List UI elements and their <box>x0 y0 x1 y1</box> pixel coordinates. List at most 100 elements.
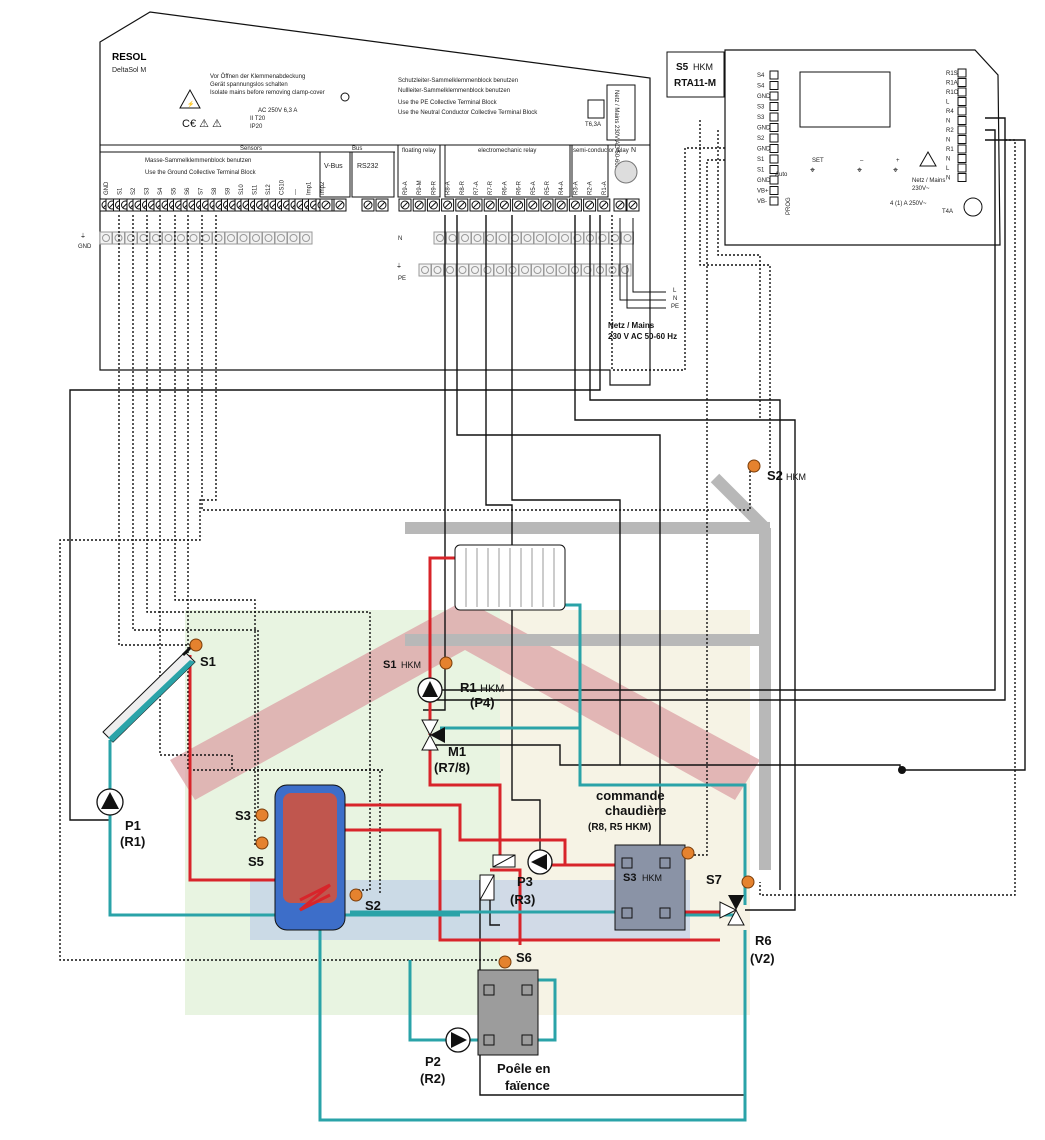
label-p2: P2 <box>425 1054 441 1069</box>
electromech-relay-label: electromechanic relay <box>478 148 536 154</box>
n-block-terminal <box>471 231 484 245</box>
label-s2hkm: S2 <box>767 468 783 483</box>
hkm-right-terminal <box>957 173 967 182</box>
sensor-s1-icon <box>189 638 203 652</box>
label-v2: (V2) <box>750 951 775 966</box>
hkm-left-terminal <box>769 133 779 143</box>
pe-block-terminal <box>543 263 557 277</box>
class-line: II T20 <box>250 116 266 122</box>
sensor-terminal-label: S9 <box>226 187 232 195</box>
gnd-block-terminal <box>262 231 275 245</box>
sensor-terminal-label: Imp1 <box>307 181 313 195</box>
hkm-left-label: GND <box>757 178 771 184</box>
label-cmd-1: commande <box>596 788 665 803</box>
signal-wires <box>59 117 1026 1096</box>
label-s7: S7 <box>706 872 722 887</box>
minus-button[interactable]: – <box>860 158 864 164</box>
hkm-left-terminal <box>769 81 779 90</box>
sensor-s3-icon <box>255 808 269 822</box>
gnd-block-terminal <box>137 231 150 245</box>
hkm-right-label: R1O <box>946 90 959 96</box>
pe-block-terminal <box>606 263 619 277</box>
pe-block-terminal <box>481 263 494 277</box>
hkm-model: RTA11-M <box>674 78 716 89</box>
pe-block-terminal <box>443 263 457 277</box>
l-wire-label: L <box>673 288 677 294</box>
label-s3hkm-sub: HKM <box>642 873 662 883</box>
pe-block-terminal <box>431 263 444 277</box>
svg-text:⚡: ⚡ <box>187 100 194 108</box>
sensor-terminal-label: S11 <box>253 184 259 195</box>
L-label: L <box>617 147 621 154</box>
hkm-mains-voltage: 230V~ <box>912 186 930 192</box>
rating: AC 250V 6,3 A <box>258 108 297 114</box>
n-block-label: N <box>398 236 402 242</box>
gnd-block-terminal <box>162 231 175 245</box>
relay-terminal-label: R3-A <box>573 181 579 195</box>
high-voltage-icon: ⚡ <box>179 88 201 109</box>
label-s1hkm-sub: HKM <box>401 660 421 670</box>
hand-icon <box>340 92 350 102</box>
n-wire-label: N <box>673 296 677 302</box>
sensor-terminal-label: S1 <box>118 187 124 195</box>
gnd-block-terminal <box>187 231 200 245</box>
hkm-left-label: S1 <box>757 168 765 174</box>
chimney-flue <box>405 473 771 870</box>
pump-p2-icon <box>445 1027 471 1053</box>
hkm-right-label: R1 <box>946 147 954 153</box>
n-block-terminal <box>433 231 447 245</box>
mains-voltage-label: 230 V AC 50-60 Hz <box>608 332 677 341</box>
sensor-terminal-label: Imp2 <box>320 181 326 195</box>
stove <box>477 969 539 1056</box>
ip-rating: IP20 <box>250 124 263 130</box>
relay-terminal-label: R6-A <box>502 181 508 195</box>
N-label: N <box>631 147 636 154</box>
sensor-terminal-label: S10 <box>239 184 245 195</box>
hkm-right-label: N <box>946 138 950 144</box>
relay-terminal-label: R9-M <box>417 180 423 195</box>
gnd-block-terminal <box>249 231 263 245</box>
pump-r1hkm-icon <box>417 677 443 703</box>
gnd-block-terminal <box>112 231 125 245</box>
gnd-block-terminal <box>212 231 225 245</box>
temperature-sensors <box>189 459 761 969</box>
collective-blocks: ⏚ GND N ⏚ PE L N PE Netz / Mains 230 V A… <box>78 218 679 341</box>
label-r1hkm: R1 <box>460 680 477 695</box>
label-r1: (R1) <box>120 834 145 849</box>
pe-wire-label: PE <box>671 304 679 310</box>
hkm-right-label: R2 <box>946 128 954 134</box>
n-block-terminal <box>533 231 547 245</box>
resol-controller: RESOL DeltaSol M ⚡ Vor Öffnen der Klemme… <box>99 11 651 386</box>
plus-button[interactable]: + <box>896 158 900 164</box>
relay-terminal-label: R7-A <box>474 181 480 195</box>
hkm-left-terminal <box>769 112 779 122</box>
model-name: DeltaSol M <box>112 67 146 74</box>
label-s6: S6 <box>516 950 532 965</box>
wire-junction <box>898 766 906 774</box>
gnd-block-terminal <box>224 231 238 245</box>
mains-label: Netz / Mains <box>608 321 655 330</box>
ground-icon: ⏚ <box>80 233 86 240</box>
label-s2: S2 <box>365 898 381 913</box>
relay-terminal-label: R5-A <box>531 181 537 195</box>
hkm-right-terminal <box>957 78 967 87</box>
hkm-left-terminal <box>769 102 779 111</box>
gnd-block-terminal <box>299 231 313 245</box>
set-button[interactable]: SET <box>812 158 824 164</box>
pump-p1-icon <box>96 788 124 816</box>
check-valve-icon <box>479 854 516 901</box>
ground-de: Masse-Sammelklemmenblock benutzen <box>145 158 251 164</box>
hkm-left-label: VB+ <box>757 189 769 195</box>
mixing-valve-m1-icon <box>421 719 445 751</box>
label-poele-2: faïence <box>505 1078 550 1093</box>
relay-terminal-label: R9-R <box>431 180 437 195</box>
hkm-left-terminal <box>769 165 779 174</box>
fuse-icon: T6,3A <box>585 99 605 128</box>
ground-en: Use the Ground Collective Terminal Block <box>145 170 257 176</box>
component-labels: S1 S2 HKM S1 HKM R1 HKM (P4) M1 (R7/8) S… <box>120 468 806 1093</box>
hkm-left-label: S3 <box>757 115 765 121</box>
bus-header: Bus <box>352 146 362 152</box>
